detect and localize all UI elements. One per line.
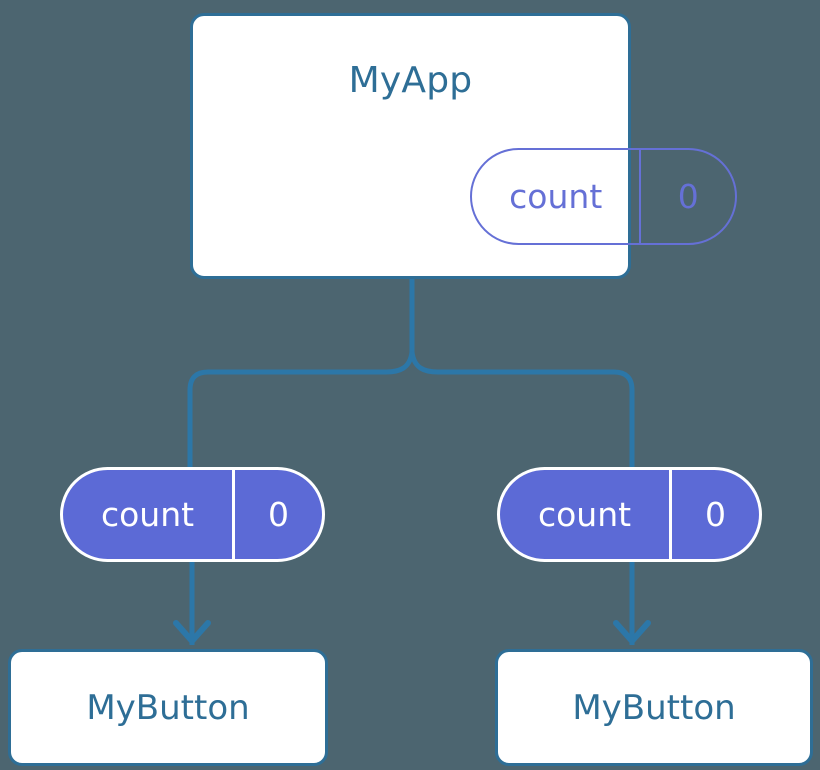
connector-split-right bbox=[409, 351, 635, 467]
state-value-label: 0 bbox=[677, 177, 699, 216]
state-pill-child-right-count[interactable]: count 0 bbox=[497, 467, 762, 562]
component-label-mybutton: MyButton bbox=[572, 687, 736, 728]
state-pill-child-left-count[interactable]: count 0 bbox=[60, 467, 325, 562]
arrow-left-head-icon bbox=[173, 620, 211, 644]
state-key-label: count bbox=[500, 470, 673, 559]
state-key-label: count bbox=[472, 150, 642, 243]
component-box-mybutton-left[interactable]: MyButton bbox=[8, 649, 328, 766]
connector-split-left bbox=[187, 351, 415, 467]
state-value-label: 0 bbox=[705, 495, 727, 534]
component-label-mybutton: MyButton bbox=[86, 687, 250, 728]
state-pill-myapp-count[interactable]: count 0 bbox=[470, 148, 737, 245]
state-key-label: count bbox=[63, 470, 236, 559]
component-box-myapp[interactable]: MyApp count 0 bbox=[190, 13, 737, 279]
component-label-myapp: MyApp bbox=[348, 60, 473, 101]
component-box-mybutton-right[interactable]: MyButton bbox=[495, 649, 813, 766]
state-value-label: 0 bbox=[268, 495, 290, 534]
arrow-right-head-icon bbox=[613, 620, 651, 644]
